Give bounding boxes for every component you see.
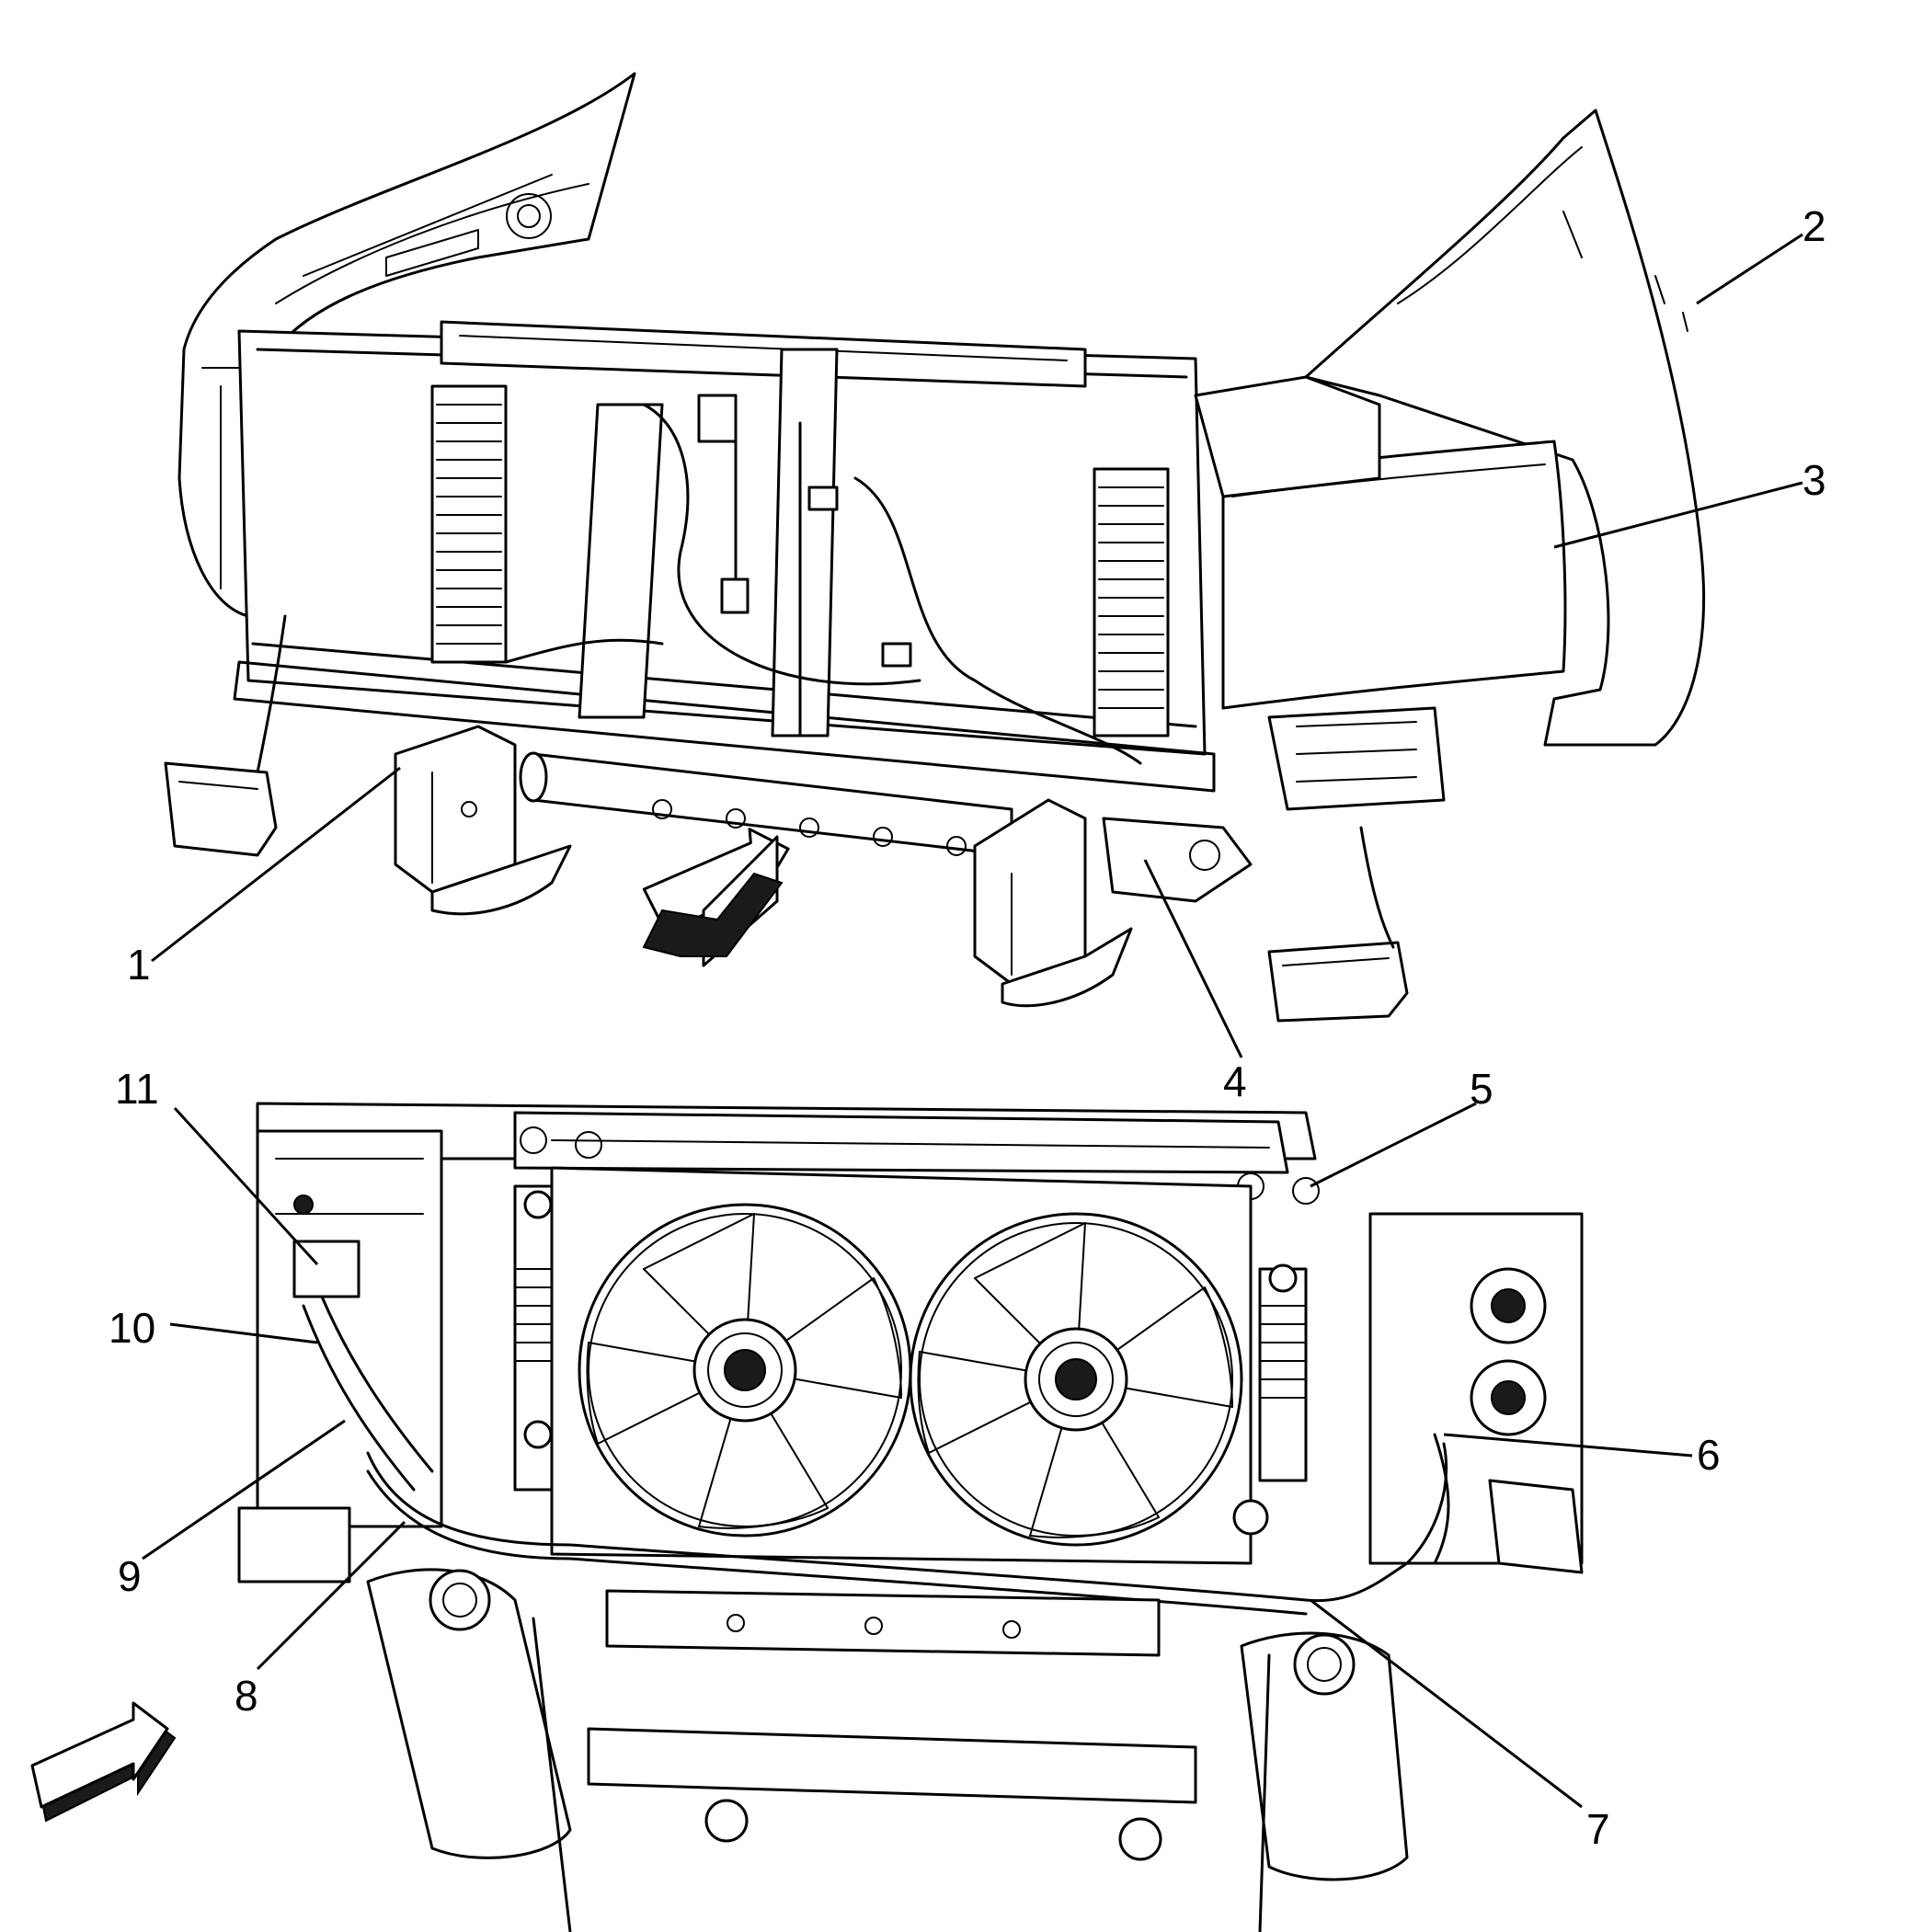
- right-radiator-core: [1093, 467, 1170, 737]
- left-frame-rail: [394, 725, 572, 916]
- right-cooling-fan: [909, 1212, 1243, 1547]
- leader-7: [1310, 1598, 1583, 1809]
- leader-11: [173, 1106, 319, 1266]
- leader-8: [256, 1520, 406, 1671]
- callout-7: 7: [1586, 1805, 1610, 1853]
- radiator-support: [233, 320, 1216, 793]
- callout-5: 5: [1470, 1065, 1493, 1113]
- upper-wiring-harness: [256, 394, 1142, 774]
- leader-lines: [142, 233, 1803, 1809]
- upper-tie-bar: [256, 1102, 1320, 1205]
- leader-6: [1443, 1433, 1693, 1458]
- lower-cooling-module-view: [30, 1102, 1584, 1932]
- leader-9: [142, 1419, 346, 1560]
- leader-5: [1310, 1102, 1477, 1188]
- leader-3: [1553, 481, 1803, 549]
- left-radiator-core: [430, 384, 508, 664]
- left-fog-lamp: [164, 761, 278, 857]
- callout-9: 9: [118, 1552, 142, 1600]
- leader-1: [151, 766, 401, 963]
- callout-10: 10: [109, 1304, 155, 1352]
- direction-arrow-icon: [30, 1701, 177, 1823]
- callout-2: 2: [1802, 202, 1826, 250]
- upper-front-end-view: [164, 72, 1706, 1023]
- right-fog-lamp: [1267, 826, 1409, 1023]
- left-cooling-fan: [578, 1203, 912, 1538]
- left-fender: [177, 72, 636, 618]
- lower-frame: [366, 1568, 1409, 1932]
- right-headlamp-body: [1194, 375, 1446, 811]
- leader-4: [1143, 859, 1243, 1058]
- right-frame-rail: [973, 798, 1133, 1008]
- direction-arrow-icon: [642, 828, 790, 967]
- callout-4: 4: [1223, 1057, 1247, 1105]
- right-fan-shroud-mount: [1232, 1263, 1308, 1536]
- callout-3: 3: [1802, 456, 1826, 504]
- callout-8: 8: [235, 1672, 258, 1720]
- callout-11: 11: [115, 1065, 159, 1113]
- lower-splash-plate: [1102, 817, 1253, 903]
- left-side-support: [237, 1129, 443, 1583]
- callout-6: 6: [1697, 1431, 1721, 1479]
- leader-10: [169, 1322, 318, 1344]
- callout-1: 1: [127, 941, 151, 989]
- right-side-support: [1368, 1212, 1584, 1574]
- leader-2: [1696, 233, 1803, 305]
- right-fender: [1304, 109, 1706, 747]
- callout-labels: 1 2 3 4 5 6 7 8 9 10 11: [109, 202, 1826, 1853]
